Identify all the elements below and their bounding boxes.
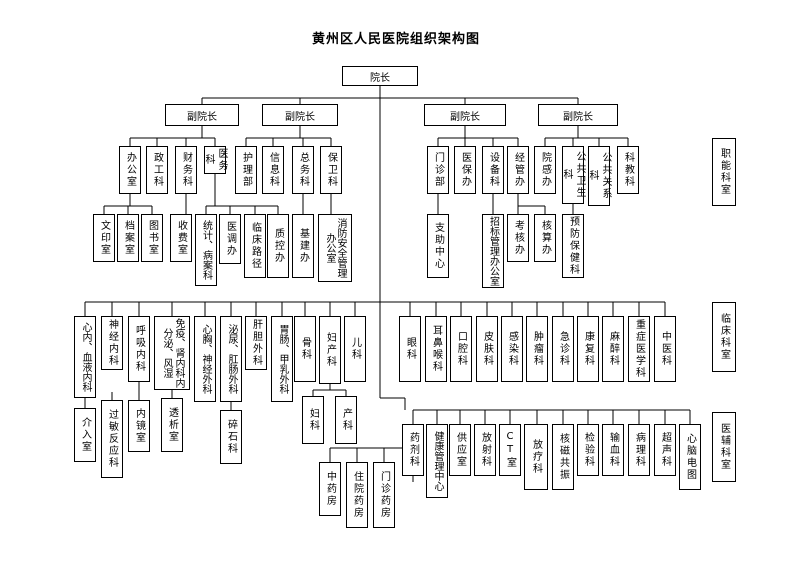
clin-obstetrics-gynecology: 妇产科 <box>319 316 341 384</box>
sub-cashier: 收费室 <box>170 214 192 262</box>
sup-pathology: 病理科 <box>628 424 650 476</box>
clin-immuno-nephro: 免疫、肾内科内分泌、风湿 <box>154 316 190 390</box>
dept-public-health: 公共卫生科 <box>561 146 585 204</box>
dept-science-education: 科教科 <box>617 146 639 194</box>
dept-public-relations: 公共关系科 <box>587 146 611 206</box>
director-box: 院长 <box>342 66 418 86</box>
dept-security: 保卫科 <box>320 146 342 194</box>
sub-gynecology: 妇科 <box>302 396 324 444</box>
sub-inpatient-pharmacy: 住院药房 <box>346 462 368 528</box>
sub-lithotripsy: 碎石科 <box>220 410 242 464</box>
clin-rehabilitation: 康复科 <box>577 316 599 382</box>
dept-office: 办公室 <box>119 146 141 194</box>
clin-emergency: 急诊科 <box>552 316 574 382</box>
sup-radiotherapy: 放疗科 <box>524 424 548 490</box>
sup-ct-room: CT室 <box>499 424 521 476</box>
clin-oncology: 肿瘤科 <box>526 316 548 382</box>
page-title: 黄州区人民医院组织架构图 <box>311 32 480 47</box>
clin-respiratory: 呼吸内科 <box>128 316 150 382</box>
vice-president-1: 副院长 <box>165 104 239 126</box>
sup-ultrasound: 超声科 <box>654 424 676 476</box>
sub-endoscopy: 内镜室 <box>128 400 150 452</box>
clin-orthopedics: 骨科 <box>294 316 316 382</box>
clin-urology-anorectal: 泌尿、肛肠外科 <box>220 316 242 402</box>
sup-blood-transfusion: 输血科 <box>602 424 624 476</box>
sub-library: 图书室 <box>141 214 163 262</box>
clin-dermatology: 皮肤科 <box>476 316 498 382</box>
sub-printing: 文印室 <box>93 214 115 262</box>
sup-laboratory: 检验科 <box>577 424 599 476</box>
clin-tcm: 中医科 <box>654 316 676 382</box>
sub-archives: 档案室 <box>117 214 139 262</box>
clin-gastro-thyroid-breast: 胃肠、甲乳外科 <box>271 316 293 402</box>
clin-infectious: 感染科 <box>501 316 523 382</box>
section-clinical: 临床科室 <box>712 302 736 372</box>
vice-president-3: 副院长 <box>424 104 506 126</box>
sub-obstetrics: 产科 <box>335 396 357 444</box>
sub-clinical-pathway: 临床路径 <box>244 214 266 278</box>
dept-medical-affairs: 医务科 <box>203 146 227 174</box>
sub-dialysis: 透析室 <box>161 398 183 452</box>
clin-critical-care: 重症医学科 <box>628 316 650 382</box>
sub-intervention-room: 介入室 <box>74 408 96 462</box>
sub-support-center: 支助中心 <box>427 214 449 278</box>
section-admin: 职能科室 <box>712 138 736 206</box>
clin-stomatology: 口腔科 <box>450 316 472 382</box>
dept-insurance: 医保办 <box>454 146 476 194</box>
sup-supply-room: 供应室 <box>449 424 471 476</box>
sub-construction: 基建办 <box>292 214 314 278</box>
section-support: 医辅科室 <box>712 412 736 482</box>
sub-outpatient-pharmacy: 门诊药房 <box>373 462 395 528</box>
dept-political: 政工科 <box>146 146 168 194</box>
clin-ophthalmology: 眼科 <box>399 316 421 382</box>
sub-tender-office: 招标管理办公室 <box>482 214 504 288</box>
sub-accounting: 核算办 <box>534 214 556 262</box>
sub-statistics-records: 统计、病案科 <box>195 214 217 286</box>
dept-infection-control: 院感办 <box>534 146 556 194</box>
sup-health-management: 健康管理中心 <box>426 424 448 498</box>
sub-allergy: 过敏反应科 <box>101 400 123 478</box>
sub-mediation: 医调办 <box>219 214 241 264</box>
clin-hepatobiliary: 肝胆外科 <box>245 316 267 370</box>
clin-anesthesiology: 麻醉科 <box>602 316 624 382</box>
vice-president-2: 副院长 <box>262 104 338 126</box>
dept-information: 信息科 <box>262 146 284 194</box>
sup-pharmacy: 药剂科 <box>402 424 424 476</box>
sup-mri: 核磁共振 <box>552 424 574 490</box>
vice-president-4: 副院长 <box>538 104 618 126</box>
clin-thoracic-neurosurgery: 心胸、神经外科 <box>194 316 216 402</box>
dept-general-affairs: 总务科 <box>292 146 314 194</box>
dept-management: 经管办 <box>507 146 529 194</box>
dept-finance: 财务科 <box>175 146 197 194</box>
dept-equipment: 设备科 <box>482 146 504 194</box>
sup-radiology: 放射科 <box>474 424 496 476</box>
sub-evaluation: 考核办 <box>507 214 529 262</box>
sub-tcm-pharmacy: 中药房 <box>319 462 341 516</box>
sub-quality-control: 质控办 <box>267 214 289 278</box>
dept-outpatient: 门诊部 <box>427 146 449 194</box>
dept-nursing: 护理部 <box>235 146 257 194</box>
clin-pediatrics: 儿科 <box>344 316 366 382</box>
sub-preventive-care: 预防保健科 <box>562 214 584 278</box>
sub-fire-safety: 消防安全管理办公室 <box>318 214 352 282</box>
clin-cardio-hematology: 心内、血液内科 <box>74 316 96 398</box>
clin-neurology: 神经内科 <box>101 316 123 370</box>
clin-ent: 耳鼻喉科 <box>425 316 447 382</box>
sup-ecg-eeg: 心脑电图 <box>679 424 701 490</box>
